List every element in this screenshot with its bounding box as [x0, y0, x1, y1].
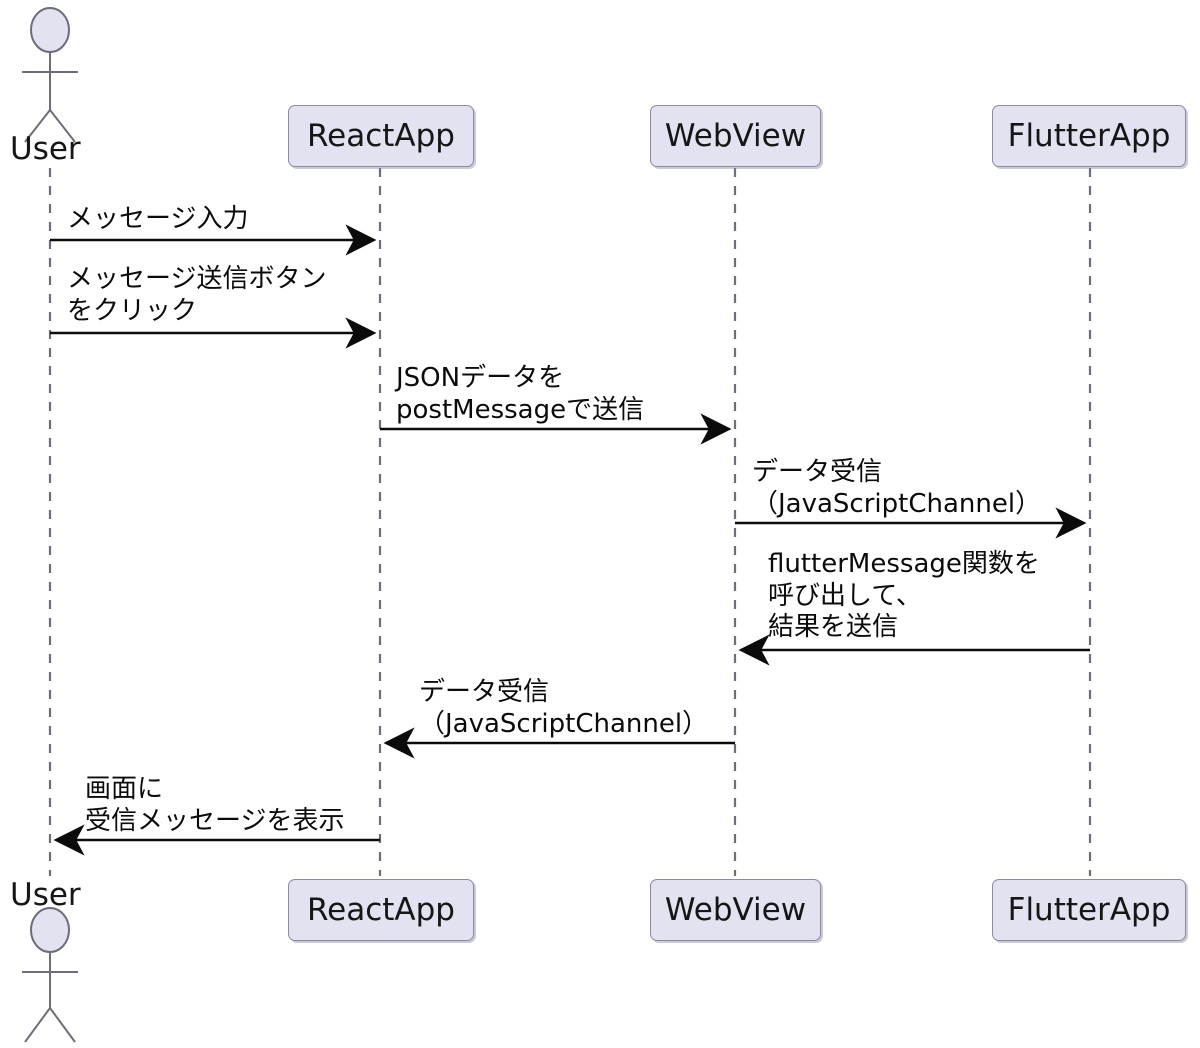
participant-header-webview[interactable]: WebView	[650, 105, 821, 167]
participant-header-label-webview: WebView	[664, 117, 807, 154]
participant-footer-flutterapp[interactable]: FlutterApp	[992, 879, 1186, 941]
participant-header-flutterapp[interactable]: FlutterApp	[992, 105, 1186, 167]
participant-footer-label-webview: WebView	[664, 891, 807, 928]
actor-user-body-bottom	[22, 952, 78, 1043]
message-label-5: flutterMessage関数を 呼び出して、 結果を送信	[768, 549, 1040, 643]
participant-footer-label-flutterapp: FlutterApp	[1007, 891, 1171, 928]
participant-footer-webview[interactable]: WebView	[650, 879, 821, 941]
actor-label-user-bottom: User	[10, 877, 81, 913]
message-label-6: データ受信 （JavaScriptChannel）	[419, 677, 709, 739]
actor-user-head-top	[30, 7, 70, 53]
message-arrows	[50, 224, 1090, 856]
actor-label-user-top: User	[10, 131, 81, 167]
actor-user-head-bottom	[30, 907, 70, 953]
message-label-4: データ受信 （JavaScriptChannel）	[752, 457, 1042, 519]
message-label-1: メッセージ入力	[67, 204, 249, 234]
participant-header-reactapp[interactable]: ReactApp	[288, 105, 474, 167]
message-label-7: 画面に 受信メッセージを表示	[85, 774, 345, 836]
message-label-3: JSONデータを postMessageで送信	[396, 363, 645, 425]
message-label-2: メッセージ送信ボタン をクリック	[67, 264, 327, 326]
participant-footer-label-reactapp: ReactApp	[307, 891, 455, 928]
actor-user-body-top	[22, 52, 78, 143]
participant-header-label-reactapp: ReactApp	[307, 117, 455, 154]
participant-footer-reactapp[interactable]: ReactApp	[288, 879, 474, 941]
participant-header-label-flutterapp: FlutterApp	[1007, 117, 1171, 154]
